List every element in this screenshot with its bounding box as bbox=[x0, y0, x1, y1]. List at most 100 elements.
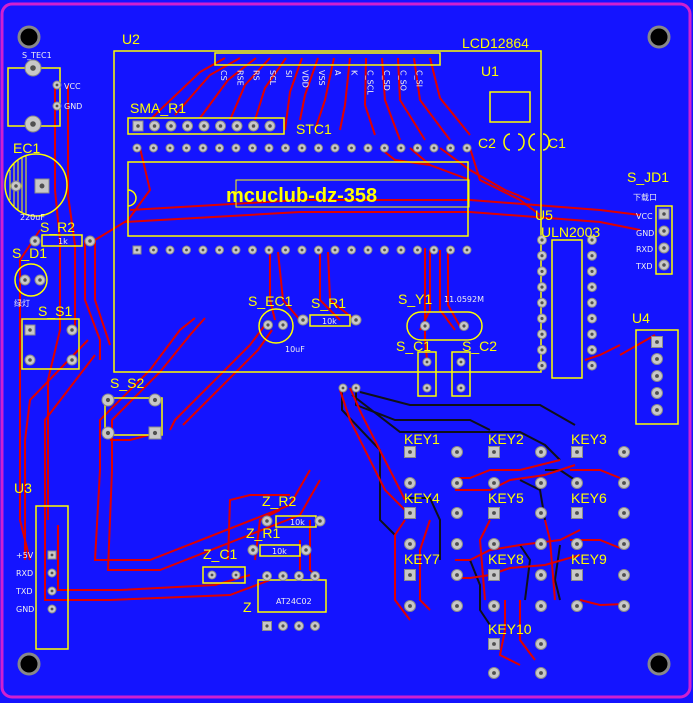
key8-label: KEY8 bbox=[488, 551, 524, 567]
mcu-bottom-pad-2-drill bbox=[152, 248, 155, 252]
key6-pad-2-drill bbox=[622, 511, 626, 515]
mcu-bottom-pad-20-drill bbox=[449, 248, 452, 252]
u4-pad-5-drill bbox=[655, 408, 659, 412]
u1-ref: U1 bbox=[481, 63, 499, 79]
key7-pad-3-drill bbox=[408, 604, 412, 608]
s-tec1-ref: S_TEC1 bbox=[22, 51, 52, 60]
s-s2-pad-1-drill bbox=[105, 397, 111, 403]
c2-symbol bbox=[503, 133, 525, 151]
mcu-top-pad-15-drill bbox=[366, 146, 370, 150]
jd-rxd-label: RXD bbox=[636, 245, 653, 254]
sma-r1-pad-6-drill bbox=[218, 124, 223, 128]
sma-r1-pad-7-drill bbox=[235, 124, 239, 128]
u5-right-pad-9-drill bbox=[590, 364, 594, 368]
s-r1-outline bbox=[309, 314, 351, 327]
s-r1-ref: S_R1 bbox=[311, 295, 346, 311]
via-1-drill bbox=[341, 386, 345, 390]
at24-bottom-pad-3-drill bbox=[297, 624, 301, 628]
lcd-pin-label: C_SI bbox=[415, 70, 424, 87]
u4-pad-4-drill bbox=[655, 391, 659, 395]
key3-pad-4-drill bbox=[622, 481, 626, 485]
z-c1-pad-1-drill bbox=[210, 573, 214, 577]
jd-txd-label: TXD bbox=[635, 262, 653, 271]
s-jd1-outline bbox=[655, 205, 673, 275]
key6-pad-4-drill bbox=[622, 542, 626, 546]
s-s1-ref: S_S1 bbox=[38, 303, 72, 319]
u5-left-pad-9-drill bbox=[540, 364, 544, 368]
sma-r1-pad-5-drill bbox=[202, 124, 206, 128]
s-s2-pad-2-drill bbox=[152, 397, 158, 403]
key3-pad-3-drill bbox=[575, 481, 579, 485]
u5-right-pad-5-drill bbox=[590, 301, 594, 305]
jd-gnd-label: GND bbox=[636, 229, 654, 238]
u1-outline bbox=[489, 91, 531, 123]
stc1-ref: STC1 bbox=[296, 121, 332, 137]
z-r1-pad-2-drill bbox=[304, 548, 308, 552]
key4-pad-2-drill bbox=[455, 511, 459, 515]
red-traces bbox=[19, 57, 656, 666]
u3-pad-4-drill bbox=[50, 607, 54, 611]
u5-left-pad-8-drill bbox=[540, 348, 544, 352]
mcu-top-pad-4-drill bbox=[185, 146, 188, 150]
at24-top-pad-4-drill bbox=[313, 574, 317, 578]
key3-label: KEY3 bbox=[571, 431, 607, 447]
sma-r1-outline bbox=[127, 117, 285, 135]
z-ref: Z bbox=[243, 599, 252, 615]
c2-ref: C2 bbox=[478, 135, 496, 151]
u4-ref: U4 bbox=[632, 310, 650, 326]
z-r1-ref: Z_R1 bbox=[246, 525, 280, 541]
pads bbox=[10, 59, 670, 679]
ec1-outline bbox=[4, 153, 68, 217]
s-y1-ref: S_Y1 bbox=[398, 291, 432, 307]
at24-top-pad-2-drill bbox=[281, 574, 285, 578]
u5-right-pad-6-drill bbox=[590, 316, 594, 321]
silkscreen-outlines bbox=[4, 50, 679, 650]
s-d1-note: 绿灯 bbox=[14, 298, 30, 308]
u5-left-pad-6-drill bbox=[540, 316, 544, 321]
s-c2-pad-2-drill bbox=[459, 386, 463, 390]
lcd-pin-label: CS bbox=[219, 70, 228, 81]
s-ec1-pad-2-drill bbox=[281, 323, 285, 327]
key6-pad-3-drill bbox=[575, 542, 579, 546]
s-ec1-ref: S_EC1 bbox=[248, 293, 293, 309]
u3-pin3-label: TXD bbox=[15, 587, 33, 596]
jd-vcc-label: VCC bbox=[636, 212, 653, 221]
mounting-holes bbox=[17, 25, 671, 676]
s-c2-ref: S_C2 bbox=[462, 338, 497, 354]
mounting-hole-bottom-left bbox=[17, 652, 41, 676]
key8-pad-3-drill bbox=[492, 604, 496, 608]
s-s2-pad-4-drill bbox=[152, 430, 158, 436]
s-jd1-ref: S_JD1 bbox=[627, 169, 669, 185]
mcu-top-pad-3-drill bbox=[168, 146, 172, 150]
key5-pad-1-drill bbox=[492, 511, 496, 515]
z-r1-pad-1-drill bbox=[251, 548, 255, 552]
mcu-top-pad-8-drill bbox=[251, 146, 254, 150]
s-r2-pad-1-drill bbox=[33, 239, 37, 243]
u5-right-pad-3-drill bbox=[590, 269, 594, 273]
mcu-top-pad-12-drill bbox=[317, 146, 320, 150]
u5-right-pad-8-drill bbox=[590, 348, 594, 352]
lcd-pin-label: RS bbox=[252, 70, 261, 81]
mcu-bottom-pad-4-drill bbox=[185, 248, 188, 252]
u5-left-pad-7-drill bbox=[540, 332, 544, 336]
at24-bottom-pad-1-drill bbox=[265, 624, 269, 628]
u3-pin2-label: RXD bbox=[16, 569, 33, 578]
z-r2-pad-1-drill bbox=[265, 519, 269, 523]
mcu-top-pad-17-drill bbox=[399, 146, 403, 150]
s-r1-pad-2-drill bbox=[354, 318, 358, 322]
at24c02-label: AT24C02 bbox=[276, 597, 312, 606]
mounting-hole-top-right bbox=[647, 25, 671, 49]
s-jd1-pad-1-drill bbox=[662, 212, 666, 216]
mcu-bottom-pad-10-drill bbox=[284, 248, 287, 252]
mcu-top-pad-9-drill bbox=[267, 146, 271, 150]
mcu-top-pad-10-drill bbox=[284, 146, 287, 150]
key4-pad-3-drill bbox=[408, 542, 412, 546]
ec1-ref: EC1 bbox=[13, 140, 40, 156]
at24-bottom-pad-2-drill bbox=[281, 624, 285, 628]
mcu-bottom-pad-14-drill bbox=[350, 248, 353, 252]
key1-pad-3-drill bbox=[408, 481, 412, 485]
mcu-bottom-pad-7-drill bbox=[234, 248, 238, 252]
s-c1-ref: S_C1 bbox=[396, 338, 431, 354]
key4-label: KEY4 bbox=[404, 490, 440, 506]
u3-outline bbox=[35, 505, 69, 650]
